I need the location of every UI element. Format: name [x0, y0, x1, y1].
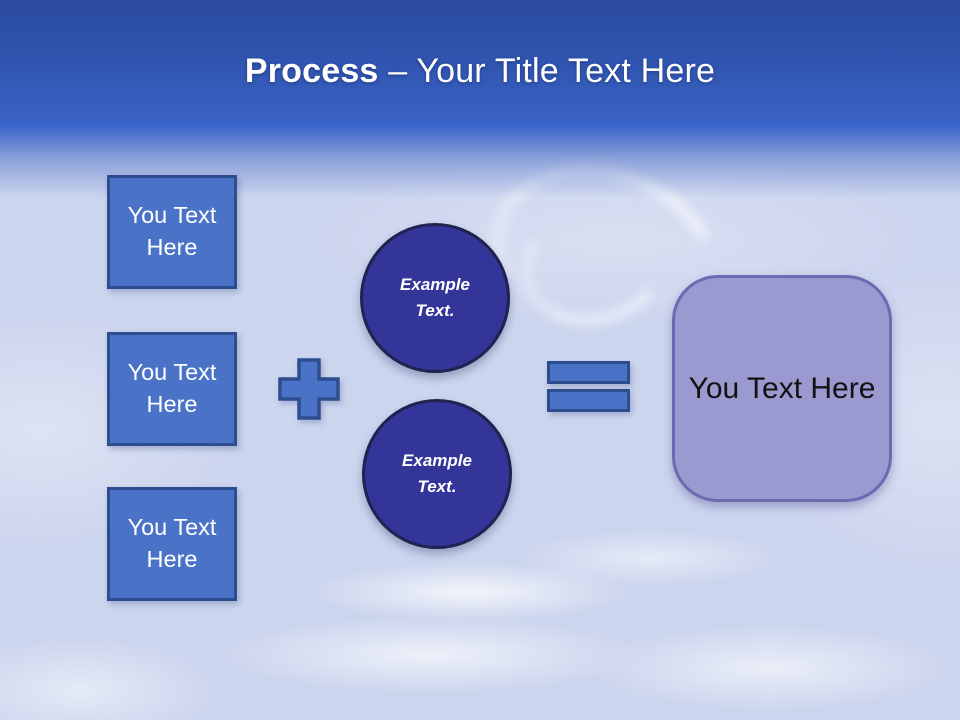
- example-circle-1: Example Text.: [360, 223, 510, 373]
- slide-title: Process – Your Title Text Here: [0, 52, 960, 91]
- plus-icon: [277, 357, 341, 426]
- equals-icon: [547, 361, 631, 418]
- input-box-3: You Text Here: [107, 487, 237, 601]
- title-prefix: Process: [244, 52, 379, 90]
- result-box: You Text Here: [672, 275, 892, 502]
- input-box-label: You Text Here: [127, 359, 217, 417]
- example-circle-2: Example Text.: [362, 399, 512, 549]
- input-box-label: You Text Here: [127, 514, 217, 572]
- input-box-2: You Text Here: [107, 332, 237, 446]
- example-circle-label: Example Text.: [402, 450, 472, 496]
- input-box-label: You Text Here: [127, 202, 217, 260]
- result-box-label: You Text Here: [688, 371, 876, 405]
- title-banner: [0, 0, 960, 198]
- input-box-1: You Text Here: [107, 175, 237, 289]
- title-suffix: – Your Title Text Here: [378, 52, 716, 90]
- example-circle-label: Example Text.: [400, 274, 470, 320]
